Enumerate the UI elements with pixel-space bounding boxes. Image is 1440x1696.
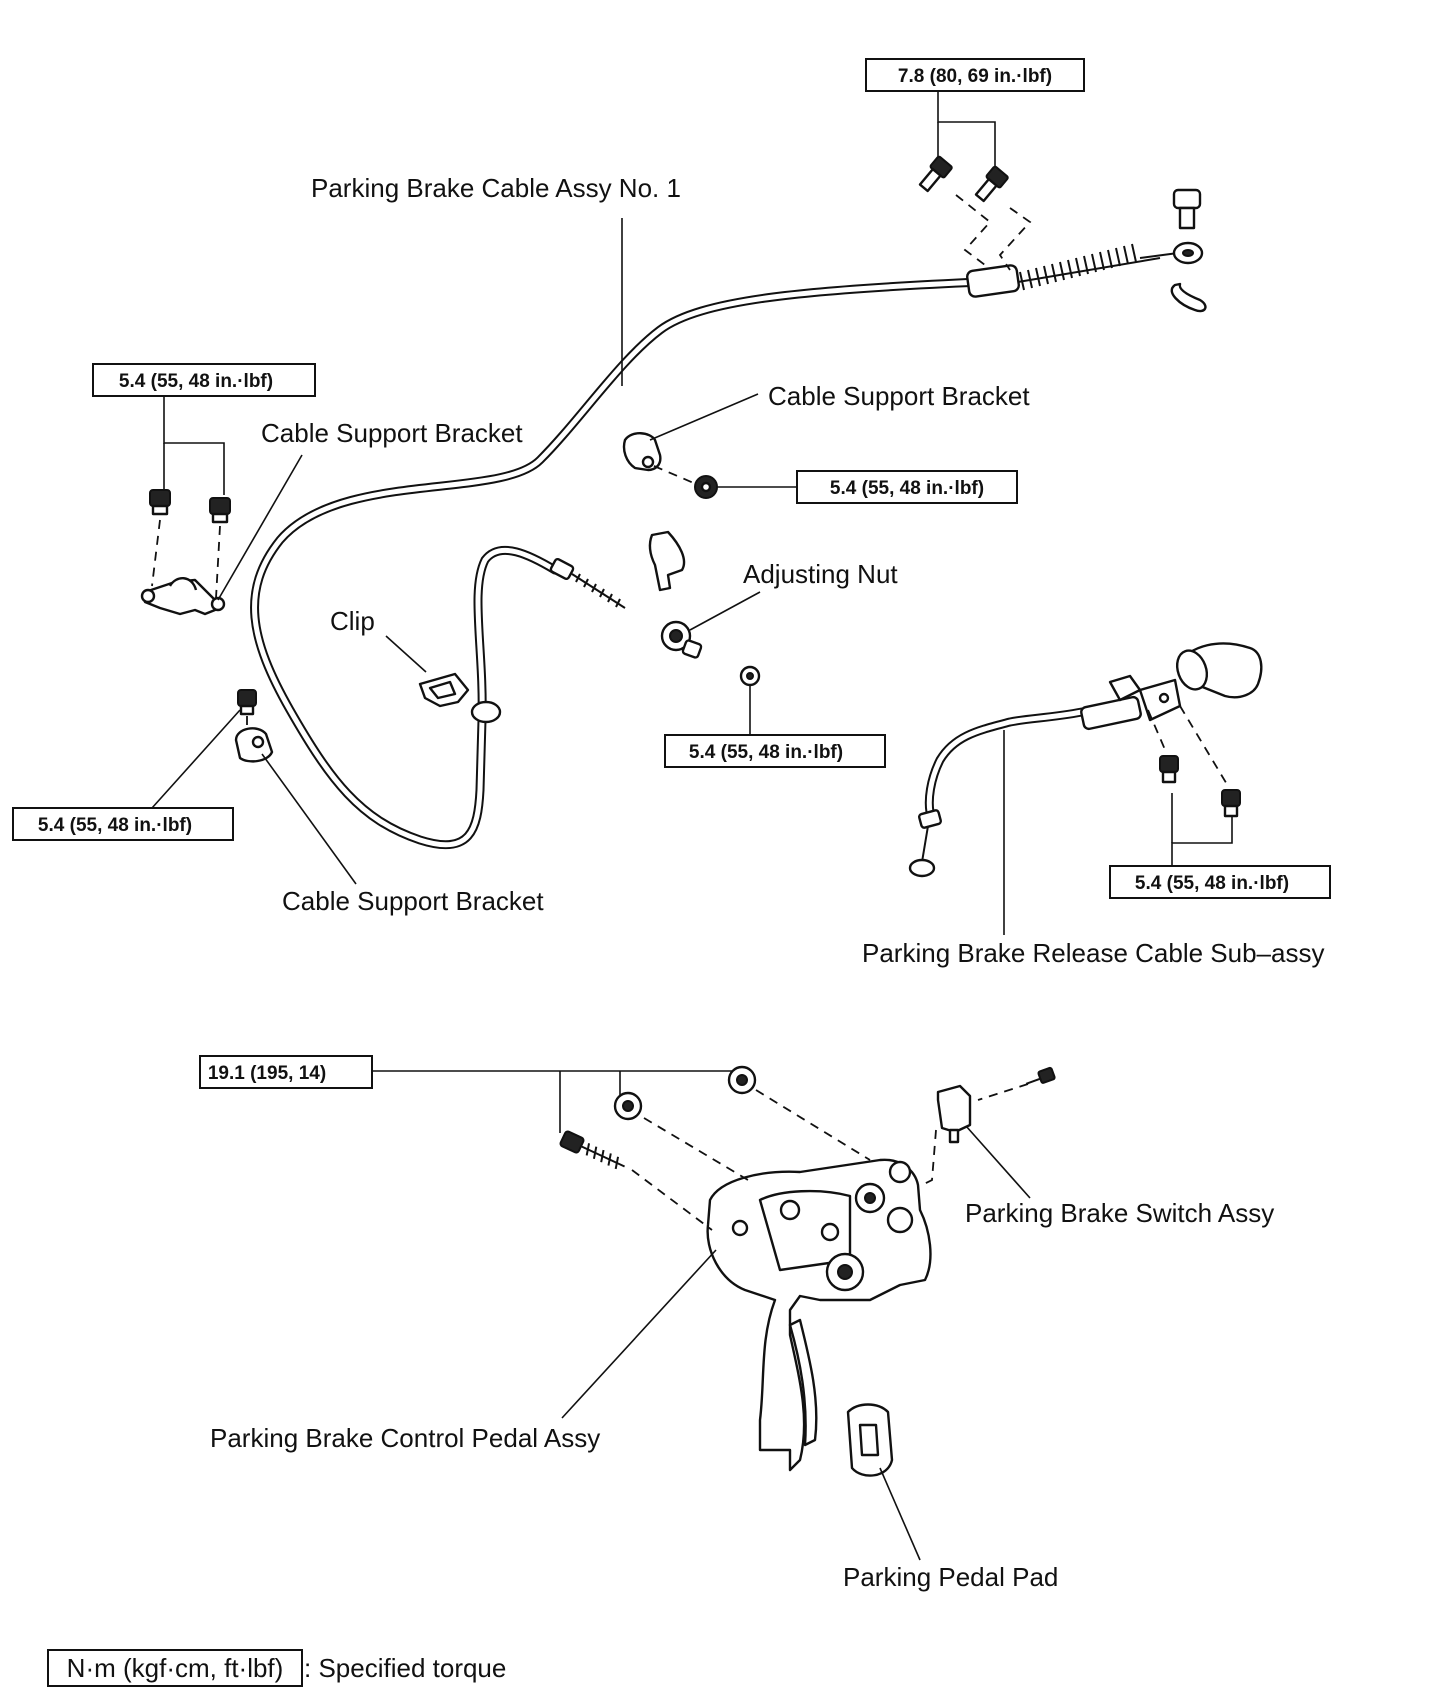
label-release-cable: Parking Brake Release Cable Sub–assy bbox=[862, 730, 1324, 968]
torque-value-top: 7.8 (80, 69 in.·lbf) bbox=[898, 66, 1052, 87]
parking-brake-control-pedal bbox=[559, 1065, 932, 1472]
label-support-bracket-bottom-text: Cable Support Bracket bbox=[282, 886, 544, 916]
cable-support-bracket-bottom bbox=[234, 689, 274, 763]
left-bracket-bolt-2 bbox=[209, 497, 231, 524]
label-pedal-pad-text: Parking Pedal Pad bbox=[843, 1562, 1058, 1592]
adjusting-nut-lock-nut bbox=[739, 665, 761, 687]
bottom-bracket-bolt bbox=[237, 689, 257, 716]
torque-value-bottom-bracket: 5.4 (55, 48 in.·lbf) bbox=[38, 815, 192, 836]
torque-value-pedal: 19.1 (195, 14) bbox=[208, 1063, 326, 1084]
intermediate-bracket bbox=[648, 530, 686, 592]
torque-value-adjusting-nut: 5.4 (55, 48 in.·lbf) bbox=[689, 742, 843, 763]
pedal-bolt-long bbox=[559, 1130, 625, 1170]
label-support-bracket-right: Cable Support Bracket bbox=[649, 381, 1030, 441]
torque-legend: N·m (kgf·cm, ft·lbf) : Specified torque bbox=[47, 1649, 506, 1687]
label-support-bracket-left: Cable Support Bracket bbox=[217, 418, 523, 601]
cable-support-bracket-right bbox=[622, 432, 718, 499]
label-clip: Clip bbox=[330, 606, 427, 673]
torque-leaders bbox=[151, 91, 1233, 1133]
label-support-bracket-left-text: Cable Support Bracket bbox=[261, 418, 523, 448]
pedal-nut-1 bbox=[613, 1091, 643, 1121]
cable-support-bracket-left bbox=[140, 489, 231, 616]
label-switch-assy: Parking Brake Switch Assy bbox=[965, 1125, 1274, 1228]
torque-value-left-bracket: 5.4 (55, 48 in.·lbf) bbox=[119, 371, 273, 392]
torque-box-left-bracket: 5.4 (55, 48 in.·lbf) bbox=[92, 363, 316, 397]
release-cable-bolt-2 bbox=[1221, 789, 1241, 818]
label-support-bracket-bottom: Cable Support Bracket bbox=[261, 753, 544, 916]
clevis-pin-icon bbox=[1172, 188, 1202, 230]
legend-description: : Specified torque bbox=[304, 1653, 506, 1683]
torque-value-release-cable: 5.4 (55, 48 in.·lbf) bbox=[1135, 873, 1289, 894]
cable-grommet bbox=[470, 700, 502, 724]
parking-brake-cable-no1 bbox=[250, 188, 1207, 850]
adjusting-nut bbox=[660, 620, 703, 659]
torque-value-right-bracket: 5.4 (55, 48 in.·lbf) bbox=[830, 478, 984, 499]
label-release-cable-text: Parking Brake Release Cable Sub–assy bbox=[862, 938, 1324, 968]
torque-box-bottom-bracket: 5.4 (55, 48 in.·lbf) bbox=[12, 807, 234, 841]
torque-box-top: 7.8 (80, 69 in.·lbf) bbox=[865, 58, 1085, 92]
label-pedal-pad: Parking Pedal Pad bbox=[843, 1467, 1058, 1592]
clip-part bbox=[418, 672, 470, 708]
label-cable-no1-text: Parking Brake Cable Assy No. 1 bbox=[311, 173, 681, 203]
retaining-clip-icon bbox=[1170, 282, 1207, 313]
label-support-bracket-right-text: Cable Support Bracket bbox=[768, 381, 1030, 411]
top-mounting-bolts bbox=[918, 155, 1032, 271]
label-clip-text: Clip bbox=[330, 606, 375, 636]
release-cable-bolt-1 bbox=[1159, 755, 1179, 784]
legend-unit: N·m (kgf·cm, ft·lbf) bbox=[67, 1653, 284, 1683]
parking-brake-release-cable bbox=[908, 642, 1263, 878]
cable-threaded-end bbox=[549, 557, 626, 609]
parking-pedal-pad bbox=[846, 1403, 894, 1477]
parking-brake-switch bbox=[919, 1066, 1056, 1187]
label-cable-no1: Parking Brake Cable Assy No. 1 bbox=[311, 173, 681, 386]
label-pedal-assy-text: Parking Brake Control Pedal Assy bbox=[210, 1423, 600, 1453]
label-adjusting-nut: Adjusting Nut bbox=[689, 559, 898, 631]
switch-screw bbox=[1025, 1066, 1056, 1085]
label-adjusting-nut-text: Adjusting Nut bbox=[743, 559, 898, 589]
torque-box-pedal: 19.1 (195, 14) bbox=[199, 1055, 373, 1089]
right-bracket-nut bbox=[694, 475, 718, 499]
cable-spring-end bbox=[966, 241, 1204, 298]
torque-box-right-bracket: 5.4 (55, 48 in.·lbf) bbox=[796, 470, 1018, 504]
pedal-nut-2 bbox=[727, 1065, 757, 1095]
torque-box-adjusting-nut: 5.4 (55, 48 in.·lbf) bbox=[664, 734, 886, 768]
left-bracket-bolt-1 bbox=[149, 489, 171, 516]
label-pedal-assy: Parking Brake Control Pedal Assy bbox=[210, 1249, 717, 1453]
torque-box-release-cable: 5.4 (55, 48 in.·lbf) bbox=[1109, 865, 1331, 899]
label-switch-assy-text: Parking Brake Switch Assy bbox=[965, 1198, 1274, 1228]
